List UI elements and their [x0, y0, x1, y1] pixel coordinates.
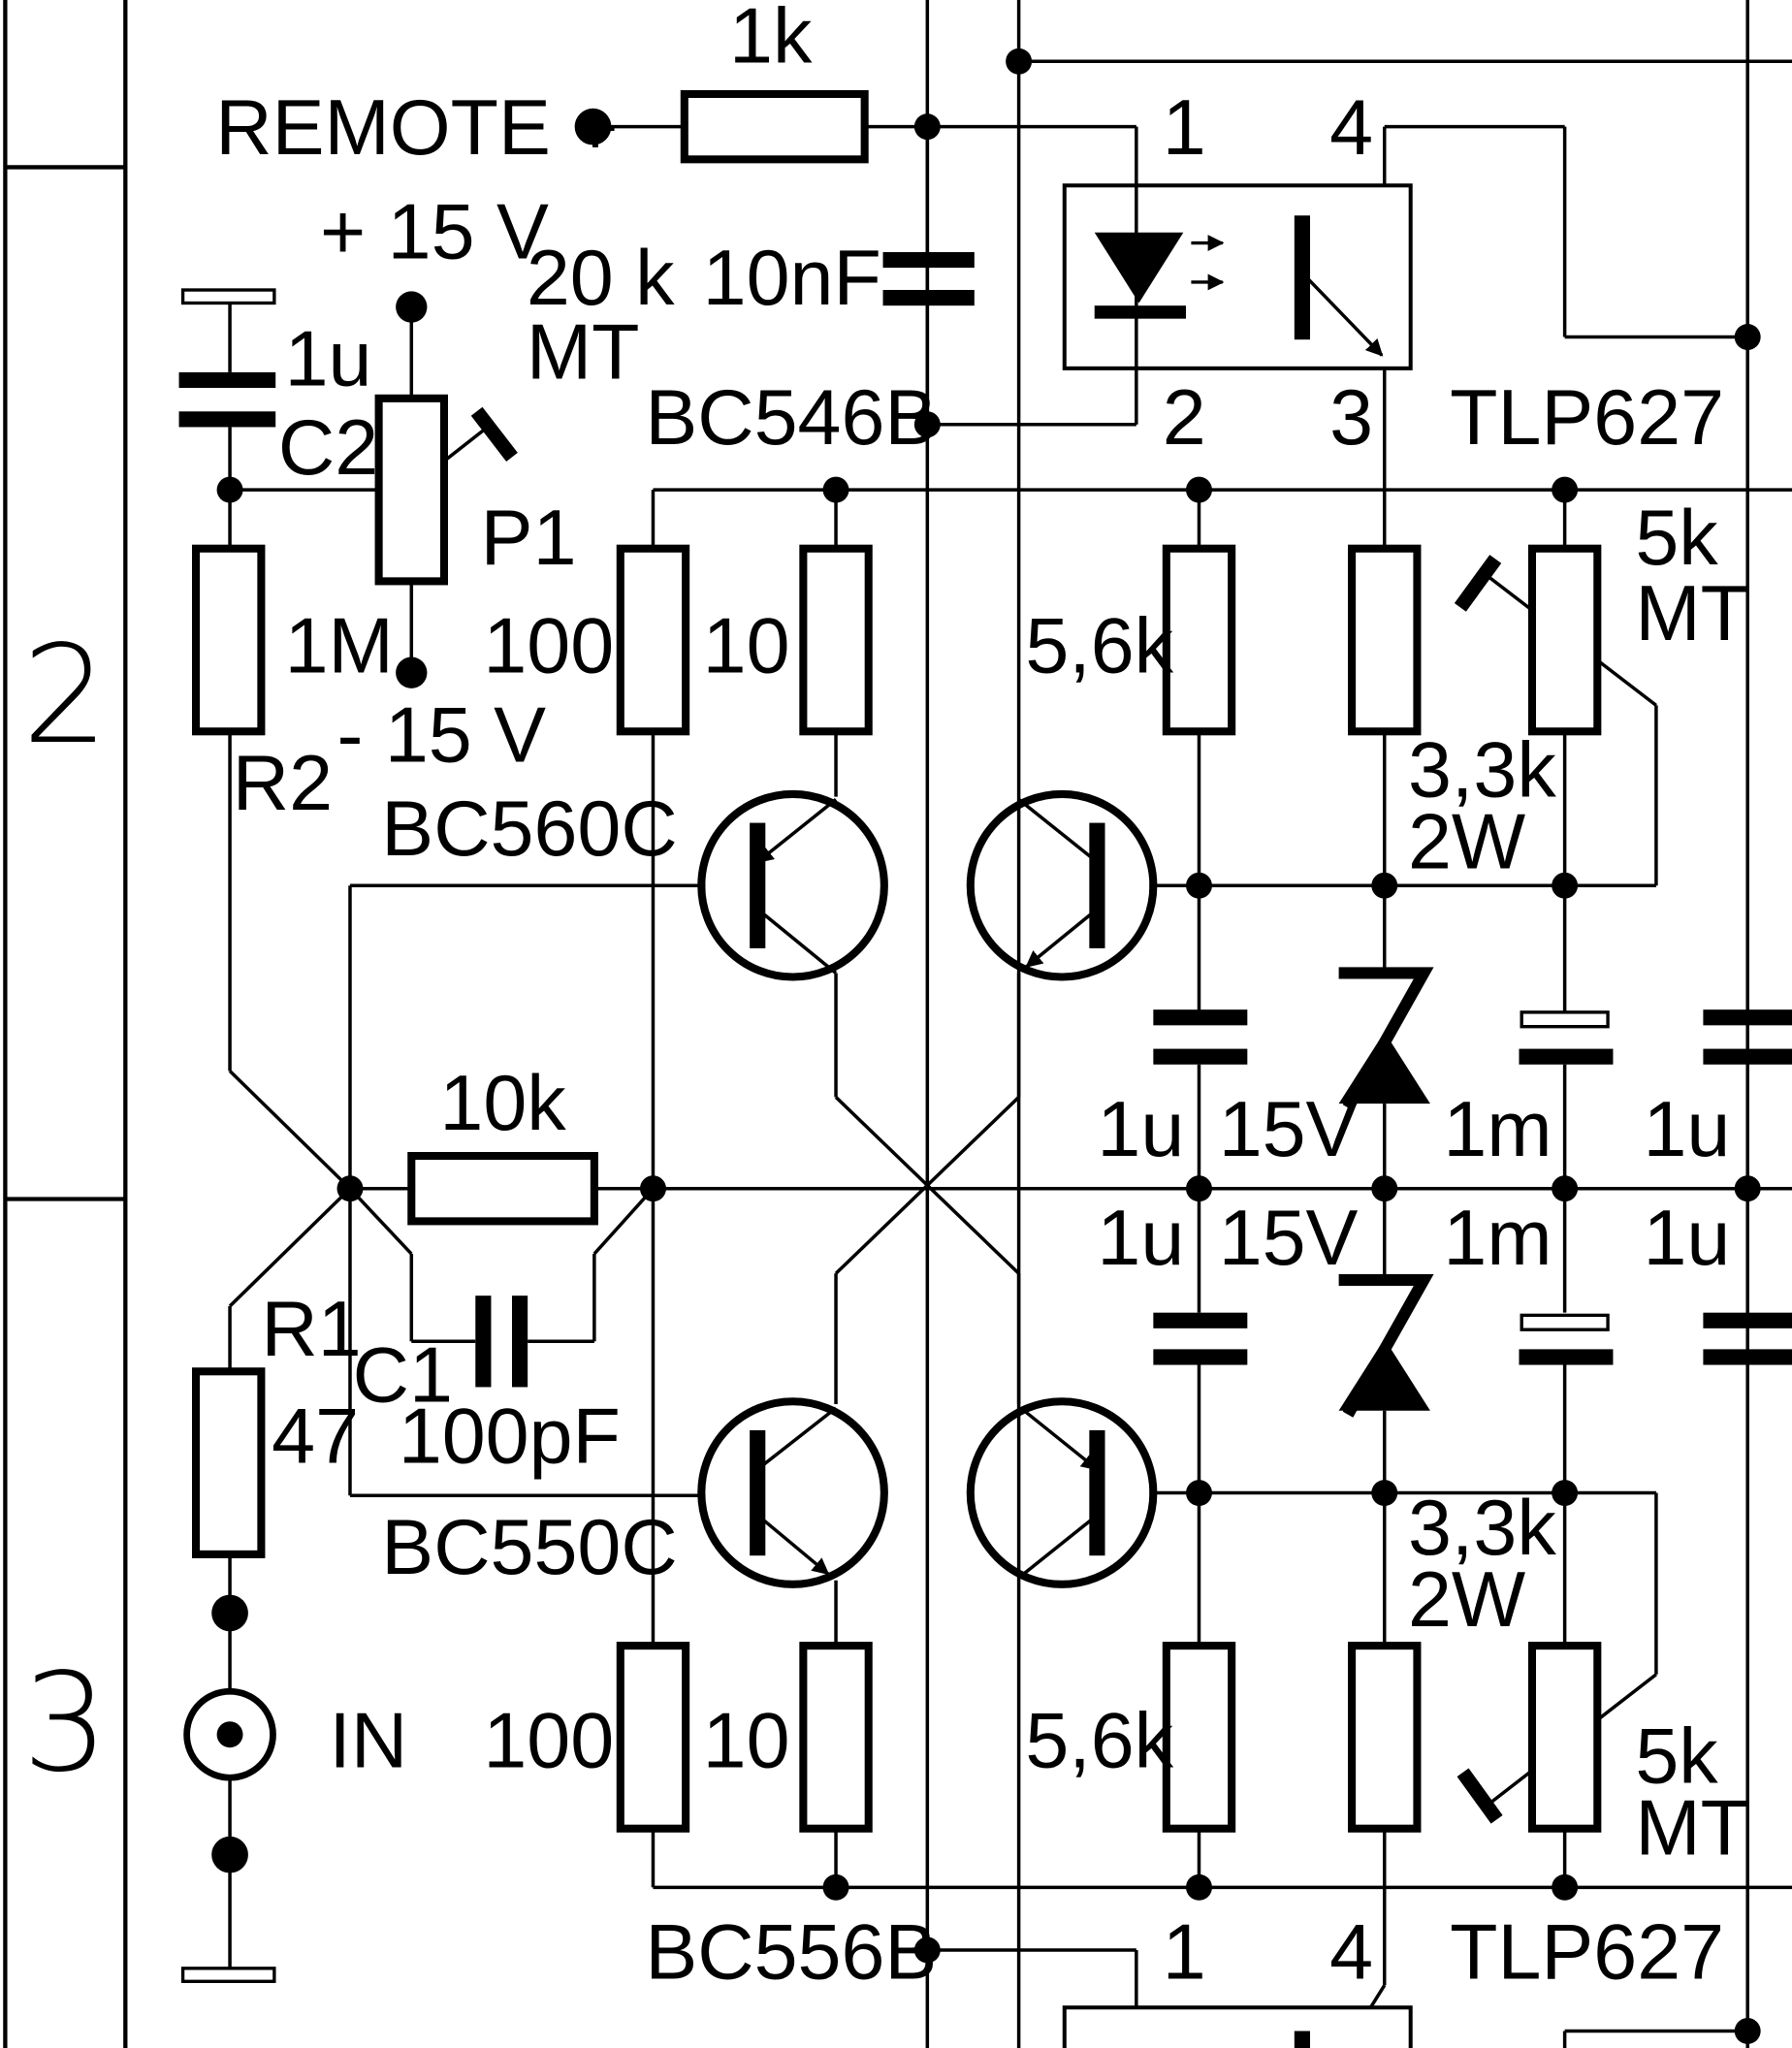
input-connector [180, 1594, 276, 1983]
capacitor-1u-bottom-a [1153, 1312, 1248, 1365]
trimmer-5k-top [1527, 544, 1602, 736]
label-10-bottom: 10 [703, 1697, 790, 1784]
resistor-r1 [192, 1367, 266, 1558]
label-opto-top-pin4: 4 [1329, 84, 1373, 172]
p1-wiper [470, 406, 518, 462]
zone-label-2: 2 [22, 617, 109, 775]
resistor-r2 [192, 544, 266, 736]
resistor-10k [407, 1151, 598, 1226]
label-p1-value: 20 k [527, 235, 675, 322]
junction-dots [216, 48, 1761, 2044]
label-bc550c: BC550C [381, 1504, 677, 1591]
trimmer-5k-bottom [1527, 1642, 1602, 1833]
remote-terminal [574, 108, 612, 145]
transistor-bc550c [697, 1397, 888, 1588]
label-in: IN [329, 1697, 407, 1784]
capacitor-1m-bottom [1519, 1313, 1614, 1365]
supply-terminal-pos [396, 291, 428, 323]
capacitor-1m-top [1519, 1010, 1614, 1065]
transistor-driver-top [966, 789, 1158, 981]
label-trim-bottom-b: MT [1635, 1785, 1748, 1872]
capacitor-c1 [475, 1296, 528, 1388]
resistor-remote-1k [680, 89, 869, 164]
label-plus15v: + 15 V [320, 189, 549, 276]
label-c-1m-b: 1m [1443, 1195, 1552, 1282]
optocoupler-top [1062, 183, 1413, 370]
label-c-1u-d: 1u [1643, 1195, 1730, 1282]
label-opto-top-pin2: 2 [1163, 374, 1206, 462]
label-c2-ref: C2 [278, 404, 378, 492]
label-1k: 1k [729, 0, 813, 80]
capacitor-c2 [178, 288, 276, 428]
label-z-15v-b: 15V [1219, 1195, 1359, 1282]
label-10-top: 10 [703, 603, 790, 690]
label-opto-top-pin1: 1 [1163, 84, 1206, 172]
label-trim-top-a: 5k [1635, 495, 1718, 582]
label-p1-ref: P1 [481, 495, 577, 582]
label-trim-bottom-a: 5k [1635, 1713, 1718, 1801]
trimmer-top-wiper [1454, 555, 1502, 612]
zener-15v-top [1338, 967, 1434, 1111]
label-c2-value: 1u [285, 315, 372, 402]
supply-terminal-neg [396, 656, 428, 688]
resistor-10-top [799, 544, 873, 736]
label-5k6-bottom: 5,6k [1025, 1697, 1173, 1784]
capacitor-1u-top-b [1703, 1009, 1792, 1065]
label-100-top: 100 [483, 603, 614, 690]
zener-15v-bottom [1338, 1273, 1434, 1418]
resistor-3k3-bottom [1348, 1642, 1422, 1833]
label-minus15v: - 15 V [337, 691, 547, 779]
label-3k3-top-b: 2W [1408, 799, 1525, 886]
label-trim-top-b: MT [1635, 570, 1748, 657]
label-5k6-top: 5,6k [1025, 603, 1173, 690]
capacitor-10nf [882, 126, 975, 425]
resistor-100-bottom [616, 1642, 690, 1833]
transistor-driver-bottom [966, 1397, 1158, 1588]
label-r2-ref: R2 [233, 740, 333, 827]
resistor-10-bottom [799, 1642, 873, 1833]
resistor-5k6-top [1162, 544, 1236, 736]
capacitor-1u-top-a [1153, 1009, 1248, 1065]
resistor-5k6-bottom [1162, 1642, 1236, 1833]
label-c-1u-c: 1u [1097, 1195, 1184, 1282]
zone-label-3: 3 [22, 1645, 109, 1803]
label-r2-value: 1M [285, 603, 394, 690]
drawing-frame [3, 0, 128, 2048]
label-3k3-top-a: 3,3k [1408, 727, 1556, 815]
label-c-1m-a: 1m [1443, 1086, 1552, 1173]
label-opto-bottom-pin1: 1 [1163, 1909, 1206, 1997]
label-c1-value: 100pF [399, 1393, 621, 1481]
label-tlp627-bottom: TLP627 [1450, 1909, 1724, 1997]
label-tlp627-top: TLP627 [1450, 374, 1724, 462]
potentiometer-p1 [374, 394, 448, 586]
label-opto-bottom-pin4: 4 [1329, 1909, 1373, 1997]
optocoupler-bottom [1062, 2005, 1413, 2048]
label-100-bottom: 100 [483, 1697, 614, 1784]
label-10nf: 10nF [703, 235, 881, 322]
label-3k3-bottom-b: 2W [1408, 1556, 1525, 1644]
label-opto-top-pin3: 3 [1329, 374, 1373, 462]
label-z-15v-a: 15V [1219, 1086, 1359, 1173]
label-10k: 10k [439, 1060, 566, 1147]
label-c1-ref: C1 [353, 1331, 453, 1419]
labels: 1k REMOTE + + 15 V 20 k MT 10nF 1u C2 BC… [215, 0, 1748, 1997]
transistor-bc560c [697, 789, 888, 981]
capacitor-1u-bottom-b [1703, 1312, 1792, 1365]
label-bc556b: BC556B [645, 1909, 937, 1997]
trimmer-bottom-wiper [1456, 1768, 1503, 1824]
label-c-1u-a: 1u [1097, 1086, 1184, 1173]
resistor-3k3-top [1348, 544, 1422, 736]
label-bc546b: BC546B [645, 374, 937, 462]
resistor-100-top [616, 544, 690, 736]
label-r1-value: 47 [272, 1393, 359, 1481]
label-3k3-bottom-a: 3,3k [1408, 1485, 1556, 1572]
label-bc560c: BC560C [381, 785, 677, 873]
label-remote: REMOTE + [215, 84, 618, 172]
label-r1-ref: R1 [261, 1286, 361, 1373]
label-p1-type: MT [527, 309, 640, 397]
label-c-1u-b: 1u [1643, 1086, 1730, 1173]
